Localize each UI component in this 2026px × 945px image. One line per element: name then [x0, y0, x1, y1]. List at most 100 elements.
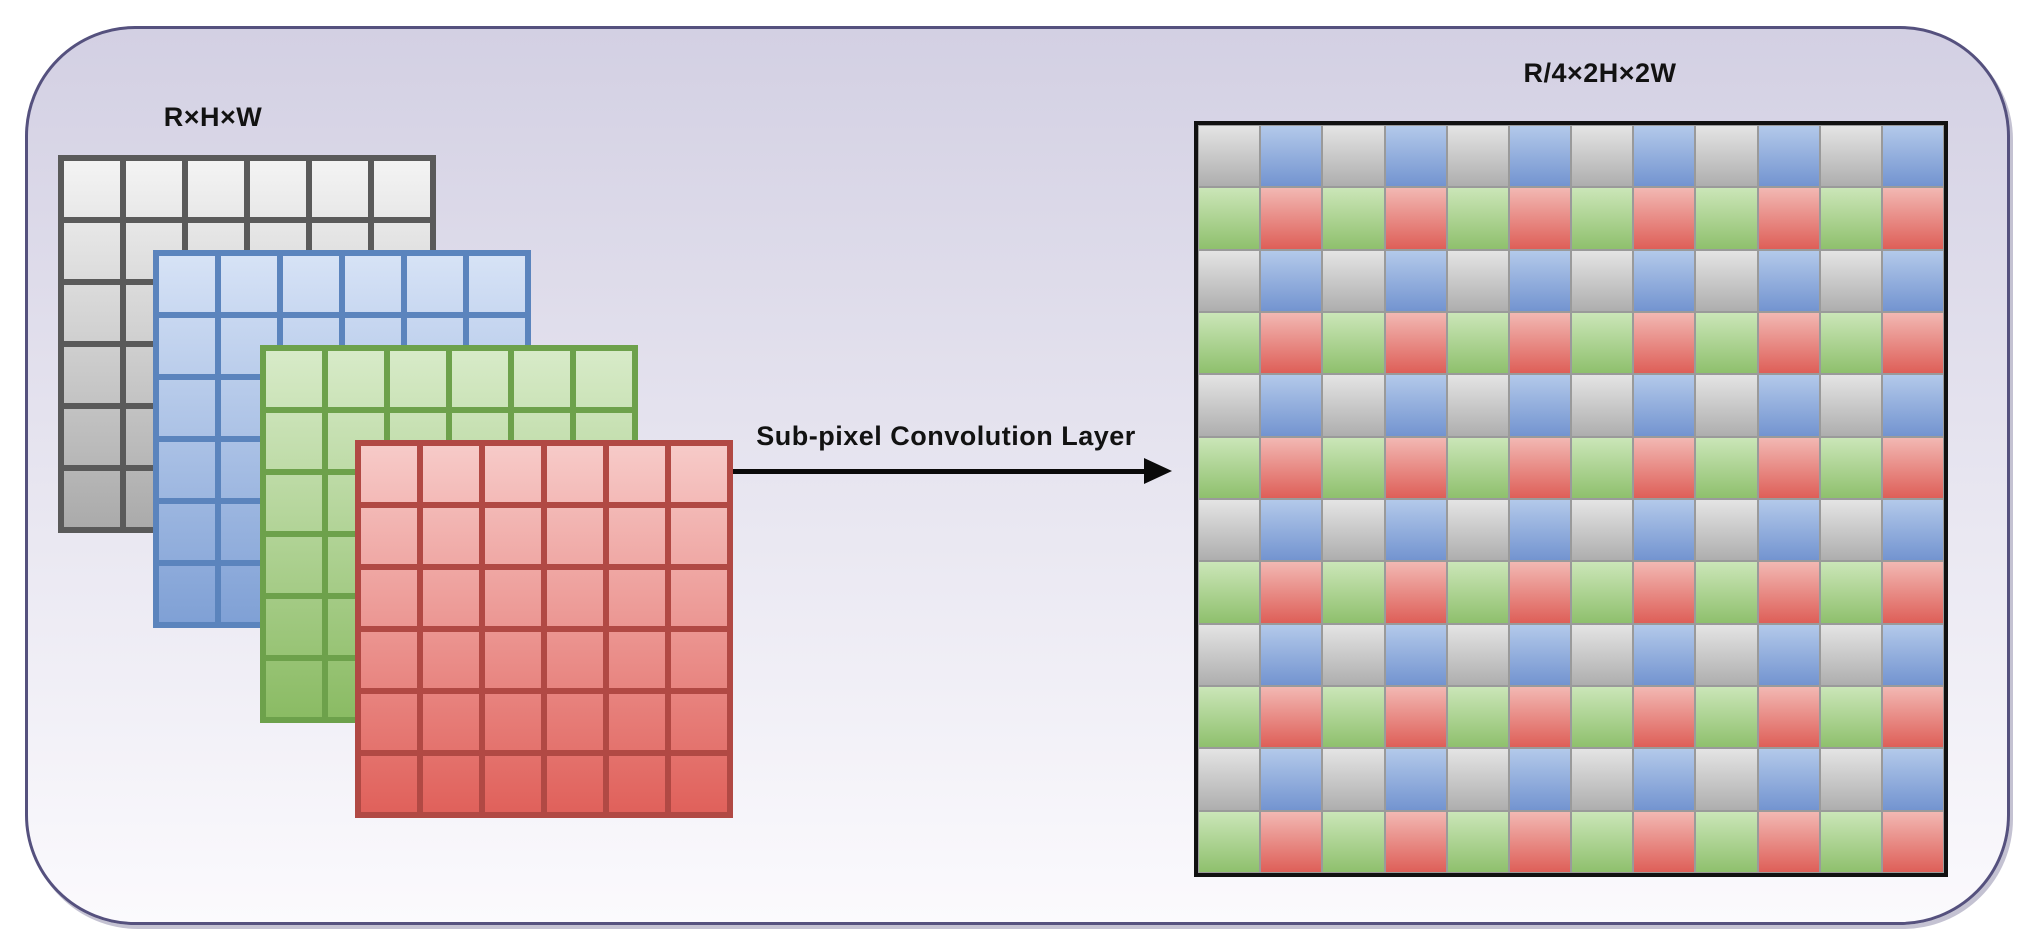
- input-cell-blue: [218, 253, 280, 315]
- output-cell-blue: [1881, 125, 1944, 188]
- output-cell-blue: [1881, 249, 1944, 312]
- output-cell-red: [1508, 810, 1571, 873]
- output-cell-red: [1508, 436, 1571, 499]
- input-cell-red: [606, 691, 668, 753]
- input-cell-red: [358, 567, 420, 629]
- output-cell-green: [1695, 561, 1758, 624]
- output-cell-red: [1384, 436, 1447, 499]
- input-cell-red: [668, 567, 730, 629]
- input-cell-red: [358, 629, 420, 691]
- input-cell-blue: [342, 253, 404, 315]
- output-cell-gray: [1819, 623, 1882, 686]
- output-cell-gray: [1695, 623, 1758, 686]
- output-cell-red: [1633, 311, 1696, 375]
- output-cell-red: [1881, 561, 1944, 624]
- output-cell-gray: [1695, 748, 1758, 811]
- output-cell-green: [1198, 311, 1261, 375]
- output-cell-green: [1819, 187, 1882, 250]
- output-cell-red: [1508, 311, 1571, 375]
- output-cell-gray: [1571, 374, 1634, 437]
- output-cell-gray: [1695, 498, 1758, 562]
- input-cell-blue: [280, 253, 342, 315]
- input-cell-red: [420, 505, 482, 567]
- output-cell-blue: [1757, 748, 1820, 811]
- output-cell-blue: [1881, 374, 1944, 437]
- arrow-right-icon: [1144, 458, 1172, 484]
- output-cell-blue: [1881, 748, 1944, 811]
- input-cell-red: [544, 629, 606, 691]
- output-cell-gray: [1446, 249, 1509, 312]
- output-cell-blue: [1508, 623, 1571, 686]
- output-cell-red: [1260, 810, 1323, 873]
- output-cell-red: [1508, 685, 1571, 749]
- input-cell-red: [420, 443, 482, 505]
- output-cell-green: [1322, 561, 1385, 624]
- output-cell-green: [1322, 436, 1385, 499]
- input-cell-red: [420, 753, 482, 815]
- output-cell-green: [1446, 561, 1509, 624]
- output-cell-gray: [1571, 623, 1634, 686]
- input-cell-gray: [247, 158, 309, 220]
- output-cell-red: [1508, 187, 1571, 250]
- output-cell-blue: [1260, 748, 1323, 811]
- input-cell-blue: [466, 253, 528, 315]
- input-cell-red: [544, 753, 606, 815]
- output-cell-blue: [1757, 125, 1820, 188]
- output-cell-blue: [1757, 623, 1820, 686]
- output-cell-red: [1384, 311, 1447, 375]
- output-cell-green: [1446, 685, 1509, 749]
- output-cell-gray: [1198, 125, 1261, 188]
- output-cell-blue: [1384, 498, 1447, 562]
- input-cell-gray: [61, 158, 123, 220]
- output-dimensions-label: R/4×2H×2W: [1523, 58, 1677, 88]
- output-cell-red: [1633, 561, 1696, 624]
- output-cell-green: [1695, 810, 1758, 873]
- output-cell-gray: [1446, 374, 1509, 437]
- output-cell-gray: [1819, 374, 1882, 437]
- output-cell-green: [1198, 436, 1261, 499]
- output-cell-gray: [1446, 125, 1509, 188]
- output-cell-blue: [1633, 374, 1696, 437]
- input-cell-blue: [156, 315, 218, 377]
- output-feature-grid: [1194, 121, 1948, 877]
- output-cell-blue: [1757, 249, 1820, 312]
- output-cell-gray: [1198, 498, 1261, 562]
- input-cell-green: [263, 658, 325, 720]
- arrow-label: Sub-pixel Convolution Layer: [756, 421, 1136, 451]
- input-cell-red: [482, 753, 544, 815]
- output-cell-blue: [1508, 249, 1571, 312]
- input-cell-red: [606, 629, 668, 691]
- input-cell-red: [482, 629, 544, 691]
- output-cell-blue: [1508, 748, 1571, 811]
- output-cell-blue: [1508, 374, 1571, 437]
- output-cell-gray: [1198, 374, 1261, 437]
- output-cell-green: [1695, 685, 1758, 749]
- input-cell-green: [263, 596, 325, 658]
- output-cell-blue: [1384, 125, 1447, 188]
- input-cell-red: [606, 505, 668, 567]
- output-cell-blue: [1757, 498, 1820, 562]
- input-cell-green: [325, 348, 387, 410]
- input-cell-red: [358, 505, 420, 567]
- output-cell-gray: [1198, 748, 1261, 811]
- output-cell-blue: [1881, 623, 1944, 686]
- input-cell-red: [606, 443, 668, 505]
- input-cell-blue: [156, 563, 218, 625]
- output-cell-blue: [1384, 374, 1447, 437]
- output-cell-red: [1633, 685, 1696, 749]
- output-cell-red: [1633, 436, 1696, 499]
- output-cell-red: [1881, 311, 1944, 375]
- output-cell-blue: [1384, 623, 1447, 686]
- output-cell-blue: [1633, 125, 1696, 188]
- input-cell-gray: [61, 406, 123, 468]
- output-cell-red: [1384, 685, 1447, 749]
- output-cell-green: [1198, 810, 1261, 873]
- output-cell-blue: [1633, 623, 1696, 686]
- output-cell-blue: [1260, 125, 1323, 188]
- output-cell-red: [1633, 187, 1696, 250]
- output-cell-gray: [1322, 125, 1385, 188]
- output-cell-red: [1384, 561, 1447, 624]
- output-cell-green: [1695, 436, 1758, 499]
- output-cell-blue: [1260, 374, 1323, 437]
